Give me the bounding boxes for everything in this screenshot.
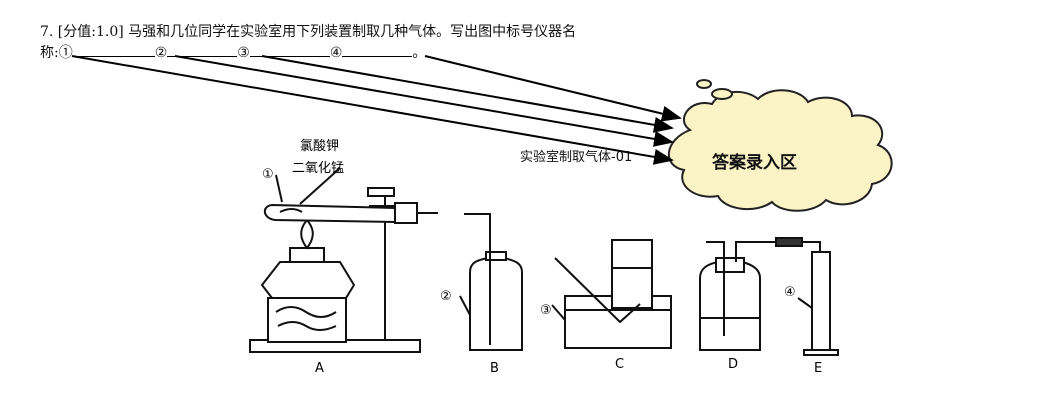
rubber-joint [775,237,803,247]
apparatus-a [249,167,438,353]
label-e: E [814,361,822,376]
question-prefix: 7. [分值:1.0] 马强和几位同学在实验室用下列装置制取几种气体。写出图中标… [40,24,577,40]
label-d: D [728,357,738,372]
lamp-neck [289,247,325,263]
wood-grain [275,306,337,331]
lamp-body [260,261,356,299]
mark-2: ② [154,45,168,61]
leader-reagent [299,167,341,205]
stand-clamp-top [367,187,395,197]
label-a: A [315,361,324,376]
wash-stopper [715,257,745,273]
apparatus-c [551,239,672,349]
bottle-tube [464,213,491,345]
gas-bottle [469,257,523,351]
arrow-3 [261,55,674,133]
num-label-4: ④ [784,285,796,300]
arrow-1 [71,55,674,165]
reagent-1-label: 氯酸钾 [300,139,339,154]
label-b: B [490,361,499,376]
num-label-1: ① [262,167,274,182]
blank-4[interactable] [342,42,413,57]
arrow-4 [424,55,682,122]
pointer-arrows [71,55,682,165]
mark-1: ① [58,45,73,61]
blank-1[interactable] [72,42,155,57]
question-line2-start: 称: [40,45,59,61]
question-line-1: 7. [分值:1.0] 马强和几位同学在实验室用下列装置制取几种气体。写出图中标… [40,22,576,42]
blank-2[interactable] [167,42,238,57]
graduated-cylinder [811,251,831,353]
delivery-tube-c [554,257,641,324]
question-line-2: 称:① ② ③ ④ 。 [40,42,576,63]
blank-3[interactable] [249,42,330,57]
answer-area-label[interactable]: 答案录入区 [712,153,797,173]
leader-3 [551,304,566,321]
question-text: 7. [分值:1.0] 马强和几位同学在实验室用下列装置制取几种气体。写出图中标… [40,22,576,63]
apparatus-d [699,237,821,351]
arrow-2 [174,55,674,147]
reagent-2-label: 二氧化锰 [292,161,344,176]
question-end: 。 [412,45,427,61]
wash-bottle [699,261,761,351]
bottle-mouth [485,251,507,261]
mark-3: ③ [237,45,250,61]
num-label-2: ② [440,289,452,304]
tube-contents [279,208,303,213]
apparatus-b [459,213,523,351]
apparatus-e [797,251,839,356]
test-tube [263,203,396,224]
answer-cloud[interactable] [667,79,893,212]
leader-4 [797,297,813,309]
flame [300,218,314,250]
outlet-tube [735,241,776,262]
stopper [394,202,418,224]
num-label-3: ③ [540,303,552,318]
figure-caption: 实验室制取气体-01 [520,150,633,165]
label-c: C [615,357,624,372]
leader-2 [459,295,471,316]
cylinder-base [803,349,839,356]
leader-1 [275,174,283,203]
collecting-bottle [611,239,653,309]
inlet-tube [706,241,725,336]
mark-4: ④ [329,45,343,61]
wood-block [267,297,347,343]
